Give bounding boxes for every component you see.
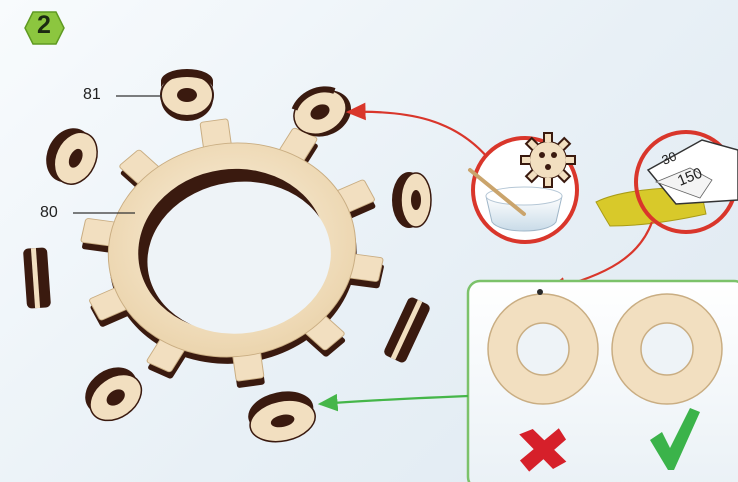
comparison-panel [466,279,738,482]
ring-part-81 [248,391,316,443]
check-icon [650,408,700,470]
cross-icon [519,428,567,472]
ring-part-81 [291,86,352,137]
step-badge: 2 [23,9,65,47]
red-arrow-to-ring [345,102,489,159]
step-number: 2 [37,11,51,39]
ring-part-81 [160,69,214,121]
ring-part-81 [384,297,430,363]
part-label-81: 81 [83,86,101,103]
ring-part-81 [46,128,98,185]
ring-part-81 [23,247,51,309]
grit-label-30: 30 [660,148,679,167]
bowl-with-gear-circle [468,132,579,244]
smooth-ring [611,293,723,405]
ring-part-81 [85,367,143,422]
gear-ring-part-80 [80,118,384,388]
green-arrow-to-ring [317,393,469,412]
ring-part-81 [392,172,432,228]
part-label-80: 80 [40,204,58,221]
badge-shape [24,11,65,45]
sandpaper-circle [595,130,738,234]
rough-ring [487,289,599,405]
